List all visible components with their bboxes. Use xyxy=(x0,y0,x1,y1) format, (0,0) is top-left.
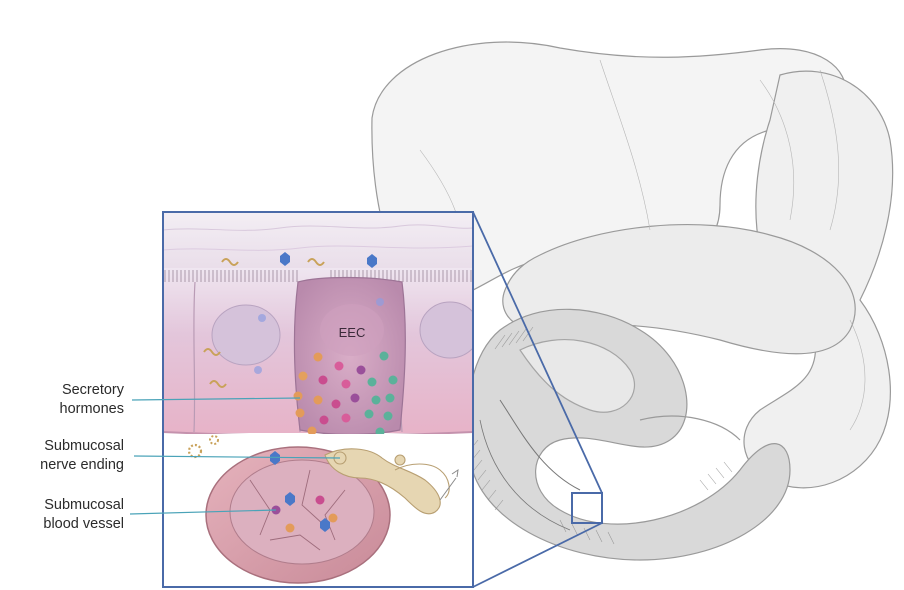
label-vessel-line1: Submucosal xyxy=(8,496,124,515)
label-secretory-line1: Secretory xyxy=(20,381,124,400)
label-nerve-line1: Submucosal xyxy=(8,437,124,456)
label-secretory-hormones: Secretory hormones xyxy=(20,381,124,419)
eec-label: EEC xyxy=(339,325,366,340)
label-vessel-line2: blood vessel xyxy=(8,515,124,534)
label-nerve-line2: nerve ending xyxy=(8,456,124,475)
eec-cell xyxy=(294,278,405,435)
label-submucosal-blood-vessel: Submucosal blood vessel xyxy=(8,496,124,534)
bowel-lower-loop xyxy=(467,309,790,560)
label-submucosal-nerve-ending: Submucosal nerve ending xyxy=(8,437,124,475)
label-secretory-line2: hormones xyxy=(20,400,124,419)
